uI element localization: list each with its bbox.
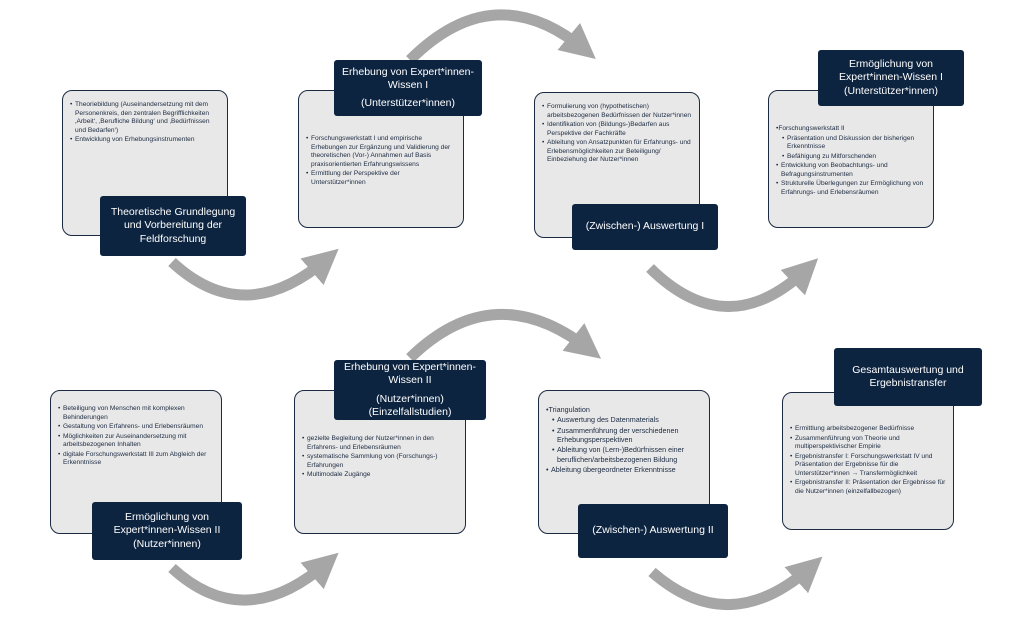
step4-sub-item: Präsentation und Diskussion der bisherig… [782, 135, 926, 152]
step7-sub-item: Zusammenführung der verschiedenen Erhebu… [552, 426, 702, 445]
step4-head-text: Forschungswerkstatt II [778, 125, 845, 132]
step7-sub-item: Auswertung des Datenmaterials [552, 415, 702, 424]
step5-item: Gestaltung von Erfahrens- und Erlebensrä… [58, 423, 214, 432]
step4-label: Ermöglichung von Expert*innen-Wissen I (… [818, 50, 964, 106]
step6-label-line: (Einzelfallstudien) [368, 405, 452, 418]
step5-label-line: Ermöglichung von [124, 511, 210, 524]
step7-label-line: (Zwischen-) Auswertung II [592, 524, 714, 537]
arrow-step7-to-step8 [648, 556, 823, 610]
step5-item: Beteiligung von Menschen mit komplexen B… [58, 405, 214, 422]
step6-label: Erhebung von Expert*innen- Wissen II (Nu… [334, 360, 486, 420]
arrow-step6-to-step7 [406, 308, 602, 362]
step4-sub-item: Befähigung zu Mitforschenden [782, 153, 926, 162]
step1-label-line: Theoretische Grundlegung [110, 206, 236, 219]
step6-label-line: (Nutzer*innen) [376, 392, 444, 405]
step5-label-line: (Nutzer*innen) [133, 537, 201, 550]
step1-label: Theoretische Grundlegung und Vorbereitun… [100, 196, 246, 256]
step4-head: •Forschungswerkstatt II [776, 125, 845, 132]
step5-item: digitale Forschungswerkstatt III zum Abg… [58, 451, 214, 468]
step5-label-line: Expert*innen-Wissen II [113, 524, 221, 537]
step3-item: Identifikation von (Bildungs-)Bedarfen a… [542, 121, 692, 138]
arrow-step3-to-step4 [646, 258, 819, 312]
step7-sub-item: Ableitung von (Lern-)Bedürfnissen einer … [552, 445, 702, 464]
step4-item: Entwicklung von Beobachtungs- und Befrag… [776, 162, 926, 179]
step7-label: (Zwischen-) Auswertung II [578, 504, 728, 558]
arrow-step5-to-step6 [168, 552, 339, 606]
step7-head: •Triangulation [546, 405, 590, 414]
step3-item: Ableitung von Ansatzpunkten für Erfahrun… [542, 139, 692, 165]
arrow-step1-to-step2 [168, 248, 339, 301]
step8-item: Ergebnistransfer I: Forschungswerkstatt … [790, 453, 946, 479]
step6-item: Multimodale Zugänge [302, 471, 458, 480]
step2-item: Ermittlung der Perspektive der Unterstüt… [306, 170, 456, 187]
step2-label-line: (Unterstützer*innen) [361, 97, 455, 110]
step1-label-line: Feldforschung [139, 232, 207, 245]
step1-label-line: und Vorbereitung der [123, 219, 223, 232]
step4-card: •Forschungswerkstatt II Präsentation und… [768, 90, 934, 228]
step8-card: Ermittlung arbeitsbezogener Bedürfnisse … [782, 392, 954, 530]
step5-item: Möglichkeiten zur Auseinandersetzung mit… [58, 433, 214, 450]
step3-item: Formulierung von (hypothetischen) arbeit… [542, 103, 692, 120]
arrow-step2-to-step3 [406, 9, 596, 64]
step3-label-line: (Zwischen-) Auswertung I [585, 220, 705, 233]
step4-label-line: Expert*innen-Wissen I [839, 71, 943, 84]
step4-label-line: Ermöglichung von [848, 58, 934, 71]
step6-label-line: Erhebung von Expert*innen- [344, 361, 476, 374]
step4-item: Strukturelle Überlegungen zur Ermöglichu… [776, 180, 926, 197]
step7-item: Ableitung übergeordneter Erkenntnisse [546, 465, 702, 474]
step7-head-text: Triangulation [548, 405, 590, 414]
step8-label: Gesamtauswertung und Ergebnistransfer [834, 348, 982, 406]
step1-item: Theoriebildung (Auseinandersetzung mit d… [70, 101, 220, 135]
step5-label: Ermöglichung von Expert*innen-Wissen II … [92, 502, 242, 560]
step1-item: Entwicklung von Erhebungsinstrumenten [70, 136, 220, 145]
step8-item: Ergebnistransfer II: Präsentation der Er… [790, 479, 946, 496]
step8-label-line: Ergebnistransfer [869, 377, 947, 389]
step3-label: (Zwischen-) Auswertung I [572, 204, 718, 250]
step4-label-line: (Unterstützer*innen) [844, 84, 938, 97]
step6-item: systematische Sammlung von (Forschungs-)… [302, 453, 458, 470]
step2-label: Erhebung von Expert*innen- Wissen I (Unt… [334, 60, 482, 116]
step6-item: gezielte Begleitung der Nutzer*innen in … [302, 435, 458, 452]
step8-label-line: Gesamtauswertung und [852, 363, 964, 376]
step2-label-line: Erhebung von Expert*innen- [342, 65, 474, 78]
step8-item: Ermittlung arbeitsbezogener Bedürfnisse [790, 425, 946, 434]
step2-item: Forschungswerkstatt I und empirische Erh… [306, 135, 456, 169]
step6-label-line: Wissen II [388, 374, 432, 387]
step8-item: Zusammenführung von Theorie und multiper… [790, 435, 946, 452]
step2-label-line: Wissen I [387, 78, 429, 91]
